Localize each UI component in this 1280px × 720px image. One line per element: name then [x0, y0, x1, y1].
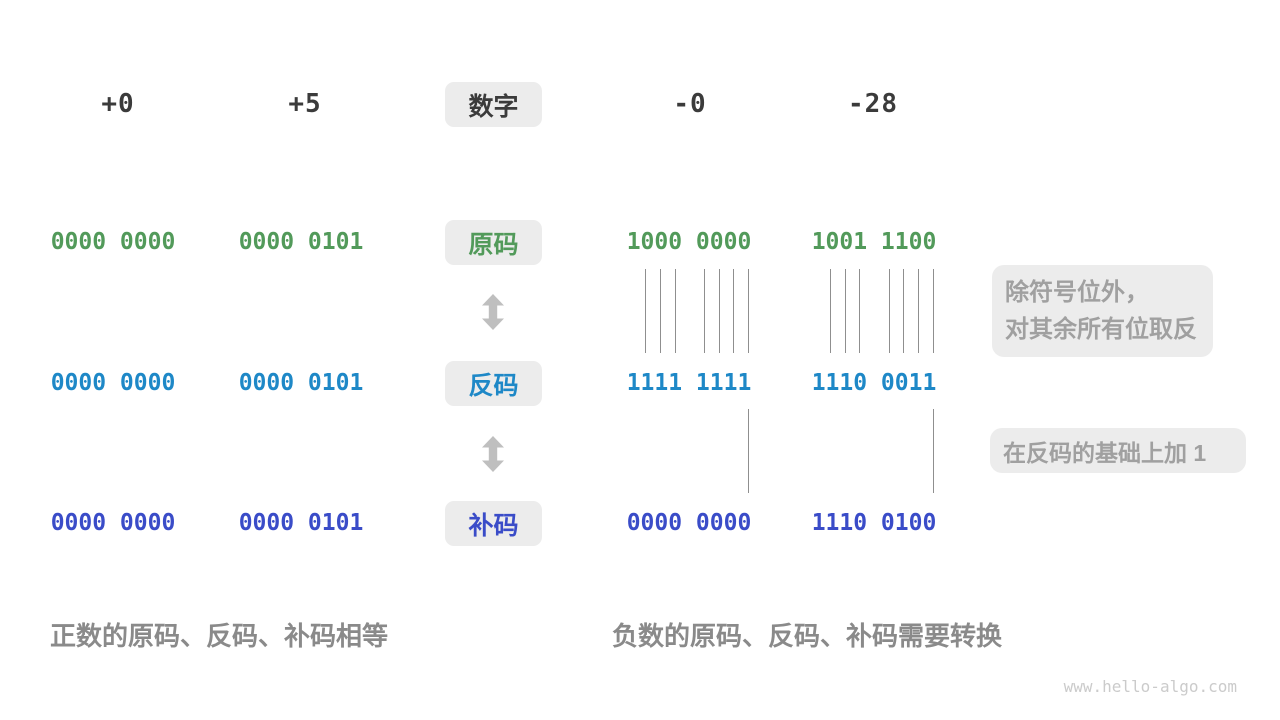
bit-connector-line — [675, 269, 676, 353]
bit-connector-line — [918, 269, 919, 353]
sign-magnitude-value-minus28: 1001 1100 — [811, 229, 937, 255]
bit-connector-line — [933, 269, 934, 353]
bit-connector-line — [719, 269, 720, 353]
note-add-one: 在反码的基础上加 1 — [990, 428, 1246, 473]
bit-connector-line — [903, 269, 904, 353]
note-flip-bits-line2: 对其余所有位取反 — [1005, 316, 1197, 343]
label-box-ones-complement-text: 反码 — [468, 371, 519, 400]
label-box-twos-complement-text: 补码 — [468, 511, 519, 540]
header-number-plus0: +0 — [101, 89, 135, 119]
bit-connector-line — [748, 269, 749, 353]
bit-connector-line — [889, 269, 890, 353]
ones-complement-value-minus0: 1111 1111 — [626, 370, 752, 396]
twos-complement-value-minus28: 1110 0100 — [811, 510, 937, 536]
caption-positive-numbers: 正数的原码、反码、补码相等 — [50, 621, 389, 651]
label-box-number-text: 数字 — [468, 92, 519, 121]
bit-connector-line — [933, 409, 934, 493]
ones-complement-value-plus0: 0000 0000 — [50, 370, 176, 396]
bit-connector-line — [733, 269, 734, 353]
bit-connector-line — [704, 269, 705, 353]
bit-connector-line — [748, 409, 749, 493]
twos-complement-value-plus0: 0000 0000 — [50, 510, 176, 536]
twos-complement-value-plus5: 0000 0101 — [238, 510, 364, 536]
bit-connector-line — [645, 269, 646, 353]
note-flip-bits: 除符号位外， 对其余所有位取反 — [992, 265, 1213, 357]
bit-connector-line — [830, 269, 831, 353]
label-box-twos-complement: 补码 — [445, 501, 542, 546]
note-flip-bits-line1: 除符号位外， — [1005, 279, 1149, 306]
label-box-ones-complement: 反码 — [445, 361, 542, 406]
sign-magnitude-value-plus5: 0000 0101 — [238, 229, 364, 255]
ones-complement-value-plus5: 0000 0101 — [238, 370, 364, 396]
up-down-arrow-icon — [482, 294, 504, 330]
caption-negative-numbers: 负数的原码、反码、补码需要转换 — [612, 621, 1003, 651]
bit-connector-line — [660, 269, 661, 353]
ones-complement-value-minus28: 1110 0011 — [811, 370, 937, 396]
label-box-number: 数字 — [445, 82, 542, 127]
header-number-minus28: -28 — [848, 89, 898, 119]
bit-connector-line — [845, 269, 846, 353]
sign-magnitude-value-plus0: 0000 0000 — [50, 229, 176, 255]
label-box-sign-magnitude-text: 原码 — [468, 230, 519, 259]
watermark-url: www.hello-algo.com — [1063, 677, 1237, 696]
header-number-minus0: -0 — [673, 89, 707, 119]
label-box-sign-magnitude: 原码 — [445, 220, 542, 265]
sign-magnitude-value-minus0: 1000 0000 — [626, 229, 752, 255]
header-number-plus5: +5 — [288, 89, 322, 119]
bit-connector-line — [859, 269, 860, 353]
up-down-arrow-icon — [482, 436, 504, 472]
twos-complement-value-minus0: 0000 0000 — [626, 510, 752, 536]
note-add-one-text: 在反码的基础上加 1 — [1003, 439, 1207, 466]
